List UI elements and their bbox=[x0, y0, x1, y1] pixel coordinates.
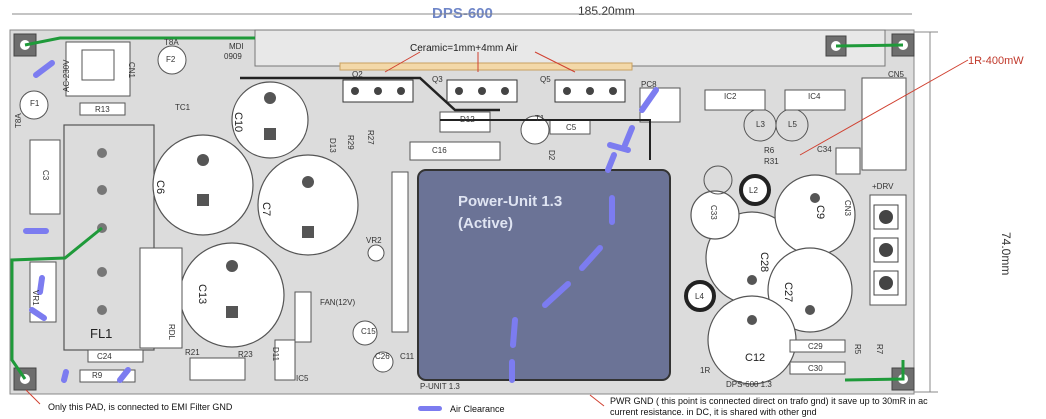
label-c9: C9 bbox=[814, 205, 826, 220]
label-l2: L2 bbox=[749, 186, 758, 195]
pwr-gnd-note: PWR GND ( this point is connected direct… bbox=[610, 396, 928, 417]
ac-connector bbox=[65, 41, 131, 97]
ceramic-insulator bbox=[339, 62, 633, 71]
label-c29: C29 bbox=[808, 342, 823, 351]
label-f1: F1 bbox=[30, 99, 40, 108]
label-c16: C16 bbox=[432, 146, 447, 155]
label-c30: C30 bbox=[808, 364, 823, 373]
power-unit-module bbox=[417, 169, 671, 381]
label-r27: R27 bbox=[366, 130, 375, 145]
label-c7: C7 bbox=[260, 202, 272, 217]
label-r23: R23 bbox=[238, 350, 253, 359]
label-t8a-top: T8A bbox=[164, 38, 179, 47]
label-fan: FAN(12V) bbox=[320, 298, 356, 307]
label-t8a-left: T8A bbox=[14, 113, 23, 128]
capacitor-c33 bbox=[690, 190, 740, 240]
label-t1: T1 bbox=[535, 114, 545, 123]
air-clearance-markers bbox=[23, 60, 659, 383]
heatsink bbox=[254, 29, 886, 67]
label-cn1: CN1 bbox=[127, 62, 136, 79]
label-d11: D11 bbox=[271, 347, 280, 362]
capacitor-c7 bbox=[257, 154, 359, 256]
resistor-callout-line bbox=[799, 59, 969, 156]
label-c13: C13 bbox=[196, 284, 208, 305]
green-trace-emi bbox=[10, 226, 103, 380]
label-c3: C3 bbox=[41, 170, 50, 181]
label-d13: D13 bbox=[328, 138, 337, 153]
label-r5: R5 bbox=[853, 344, 862, 355]
label-ic2: IC2 bbox=[724, 92, 737, 101]
label-fl1: FL1 bbox=[90, 326, 113, 341]
label-r29: R29 bbox=[346, 135, 355, 150]
label-dps-small: DPS-600 1.3 bbox=[726, 380, 772, 389]
label-ac-input: AC-230V bbox=[62, 59, 71, 92]
resistor-callout-label: 1R-400mW bbox=[968, 55, 1024, 67]
label-vr1: VR1 bbox=[31, 290, 40, 306]
power-unit-title: Power-Unit 1.3 bbox=[458, 193, 563, 210]
capacitor-c10 bbox=[231, 81, 309, 159]
label-p-unit: P-UNIT 1.3 bbox=[420, 382, 460, 391]
label-l5: L5 bbox=[788, 120, 797, 129]
pad-note: Only this PAD, is connected to EMI Filte… bbox=[48, 402, 233, 412]
label-l3: L3 bbox=[756, 120, 765, 129]
label-rdl: RDL bbox=[167, 324, 176, 341]
label-r6: R6 bbox=[764, 146, 775, 155]
label-r9: R9 bbox=[92, 371, 103, 380]
green-trace-bottom-right bbox=[844, 360, 905, 382]
label-vr2: VR2 bbox=[366, 236, 382, 245]
label-l4: L4 bbox=[695, 292, 704, 301]
label-q3: Q3 bbox=[432, 75, 443, 84]
label-c6: C6 bbox=[154, 180, 166, 195]
label-r21: R21 bbox=[185, 348, 200, 357]
label-cn5: CN5 bbox=[888, 70, 905, 79]
label-d12: D12 bbox=[460, 115, 475, 124]
label-d2: D2 bbox=[547, 150, 556, 161]
label-cn3: CN3 bbox=[843, 200, 852, 217]
capacitor-c6 bbox=[152, 134, 254, 236]
inductor-l4 bbox=[684, 280, 716, 312]
label-c33: C33 bbox=[709, 205, 718, 220]
ceramic-label: Ceramic=1mm+4mm Air bbox=[410, 43, 518, 54]
label-drv: +DRV bbox=[872, 182, 894, 191]
label-c10: C10 bbox=[232, 112, 244, 133]
label-c26: C26 bbox=[375, 352, 390, 361]
inductor-l2 bbox=[739, 174, 771, 206]
air-clearance-legend-swatch bbox=[418, 406, 442, 411]
label-c15: C15 bbox=[361, 327, 376, 336]
green-trace-top-left bbox=[24, 36, 255, 47]
capacitor-c27 bbox=[767, 247, 853, 333]
label-r13: R13 bbox=[95, 105, 110, 114]
label-c24: C24 bbox=[97, 352, 112, 361]
label-c12: C12 bbox=[745, 352, 766, 364]
label-r31: R31 bbox=[764, 157, 779, 166]
power-unit-subtitle: (Active) bbox=[458, 215, 514, 232]
label-tc1: TC1 bbox=[175, 103, 191, 112]
capacitor-c12 bbox=[707, 295, 797, 385]
air-clearance-legend-label: Air Clearance bbox=[450, 404, 505, 414]
label-1r: 1R bbox=[700, 366, 711, 375]
label-q2: Q2 bbox=[352, 70, 363, 79]
label-c34: C34 bbox=[817, 145, 832, 154]
label-c27: C27 bbox=[782, 282, 794, 303]
label-r7: R7 bbox=[875, 344, 884, 355]
label-ic4: IC4 bbox=[808, 92, 821, 101]
label-c5: C5 bbox=[566, 123, 577, 132]
label-c11: C11 bbox=[400, 352, 415, 361]
label-mdi: MDI bbox=[229, 42, 244, 51]
green-trace-top-right bbox=[835, 43, 904, 48]
label-f2: F2 bbox=[166, 55, 176, 64]
label-q5: Q5 bbox=[540, 75, 551, 84]
label-ic5: IC5 bbox=[296, 374, 309, 383]
label-mdi-code: 0909 bbox=[224, 52, 242, 61]
label-pc8: PC8 bbox=[641, 80, 657, 89]
label-c28: C28 bbox=[758, 252, 770, 273]
